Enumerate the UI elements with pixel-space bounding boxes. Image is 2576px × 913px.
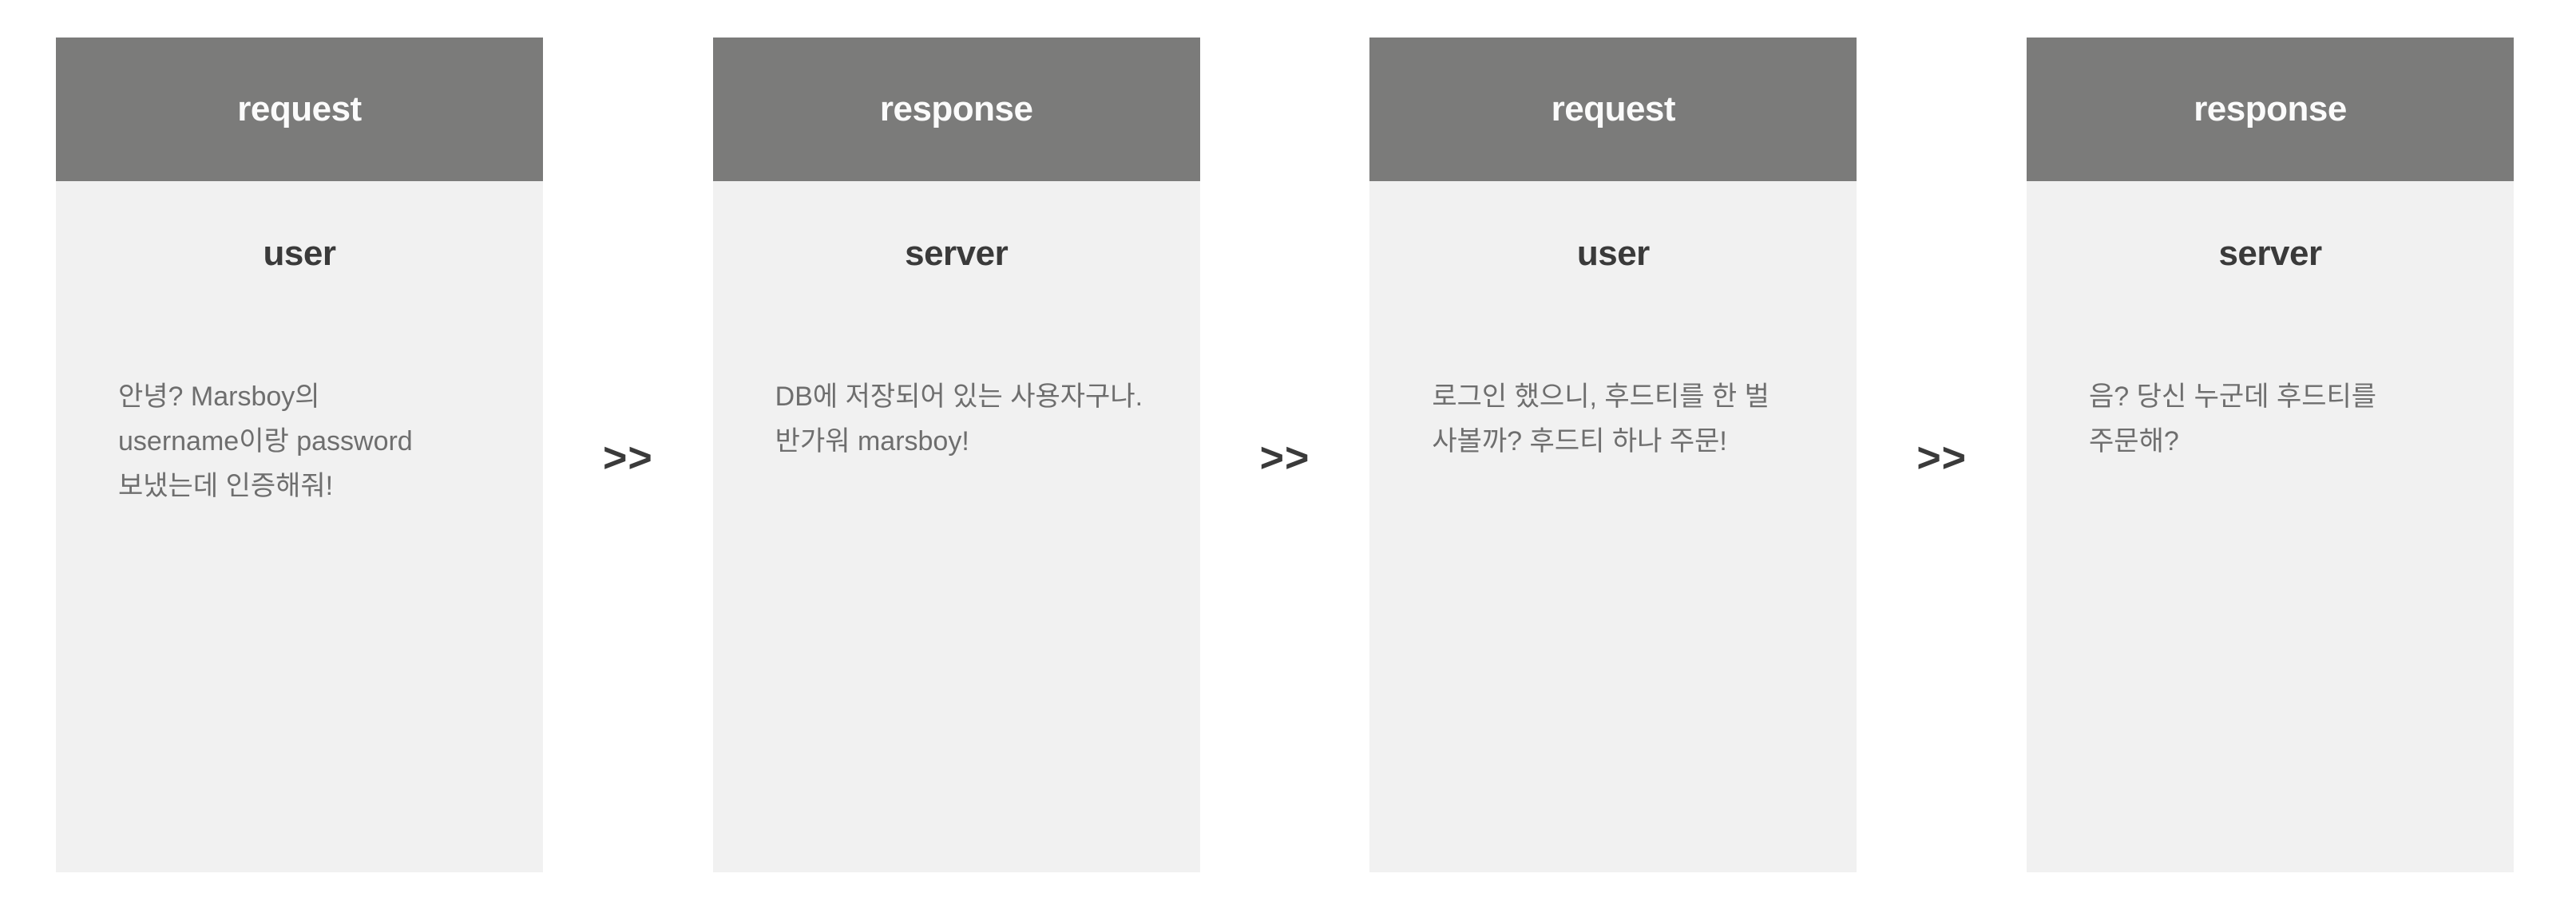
card-message: 로그인 했으니, 후드티를 한 벌 사볼까? 후드티 하나 주문! bbox=[1432, 381, 1770, 457]
card-body: user 안녕? Marsboy의 username이랑 password 보냈… bbox=[56, 181, 543, 872]
card-message: DB에 저장되어 있는 사용자구나. 반가워 marsboy! bbox=[775, 381, 1143, 457]
card-header-response: response bbox=[2027, 38, 2515, 181]
flow-card-3: request user 로그인 했으니, 후드티를 한 벌 사볼까? 후드티 … bbox=[1369, 38, 1857, 872]
role-label-user: user bbox=[263, 234, 336, 273]
card-body: server 음? 당신 누군데 후드티를 주문해? bbox=[2027, 181, 2515, 872]
role-label-server: server bbox=[2218, 234, 2322, 273]
card-message: 안녕? Marsboy의 username이랑 password 보냈는데 인증… bbox=[118, 381, 413, 501]
card-body: server DB에 저장되어 있는 사용자구나. 반가워 marsboy! bbox=[712, 181, 1200, 872]
card-header-request: request bbox=[56, 38, 543, 181]
flow-arrow-3: >> bbox=[1916, 435, 1968, 481]
card-message: 음? 당신 누군데 후드티를 주문해? bbox=[2089, 381, 2377, 457]
role-label-server: server bbox=[905, 234, 1009, 273]
flow-arrow-1: >> bbox=[602, 435, 653, 481]
card-header-request: request bbox=[1369, 38, 1857, 181]
flow-card-1: request user 안녕? Marsboy의 username이랑 pas… bbox=[56, 38, 543, 872]
flow-card-4: response server 음? 당신 누군데 후드티를 주문해? bbox=[2027, 38, 2515, 872]
request-response-flow: request user 안녕? Marsboy의 username이랑 pas… bbox=[56, 38, 2515, 872]
flow-card-2: response server DB에 저장되어 있는 사용자구나. 반가워 m… bbox=[712, 38, 1200, 872]
card-header-response: response bbox=[712, 38, 1200, 181]
flow-arrow-2: >> bbox=[1259, 435, 1310, 481]
role-label-user: user bbox=[1576, 234, 1650, 273]
card-body: user 로그인 했으니, 후드티를 한 벌 사볼까? 후드티 하나 주문! bbox=[1369, 181, 1857, 872]
